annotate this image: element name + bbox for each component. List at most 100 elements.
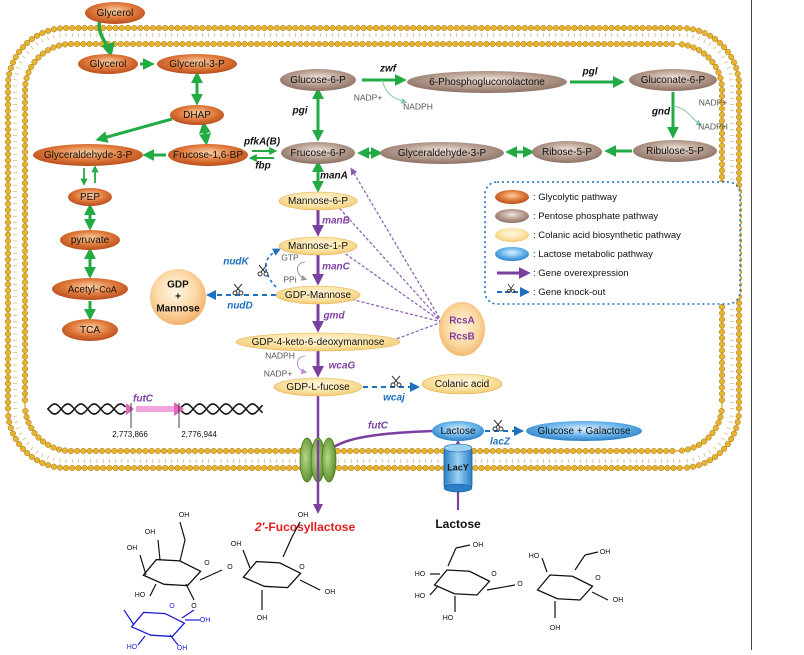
enzyme-pfkab: pfkA(B) — [243, 137, 281, 148]
enzyme-fbp: fbp — [255, 161, 271, 172]
enzyme-lacz: lacZ — [490, 437, 511, 448]
lacy-transporter: LacY — [444, 444, 472, 492]
node-6-phosphogluconolactone: 6-Phosphogluconolactone — [407, 71, 567, 93]
lac-oh-4: OH — [613, 597, 624, 604]
node-ribulose-5-p-label: Ribulose-5-P — [646, 146, 704, 157]
node-gluconate-6-p-label: Gluconate-6-P — [641, 75, 706, 86]
legend-swatch-glycolytic — [495, 190, 529, 204]
2fl-ring-o-2: O — [299, 564, 305, 571]
2fl-fucose-oh-1: OH — [177, 645, 188, 650]
node-ribulose-5-p: Ribulose-5-P — [633, 140, 717, 162]
legend-label-lactose: : Lactose metabolic pathway — [533, 249, 653, 260]
cofactor-nadp-zwf: NADP+ — [354, 92, 383, 102]
2fl-oh-3: OH — [179, 512, 190, 519]
lactose-galactose-ring — [435, 570, 490, 595]
node-lactose-inside-label: Lactose — [440, 426, 475, 437]
2fl-glycosidic-o: O — [227, 564, 233, 571]
legend-swatch-lactose — [495, 247, 529, 261]
node-glycerol-3-p-label: Glycerol-3-P — [169, 59, 225, 70]
node-glycerol-3-p: Glycerol-3-P — [157, 54, 237, 74]
enzyme-gnd: gnd — [651, 107, 671, 118]
enzyme-wcag: wcaG — [329, 361, 356, 372]
node-gdp-mannose-products: GDP+Mannose — [150, 269, 206, 325]
node-pyruvate: pyruvate — [60, 230, 120, 250]
node-glucose-galactose-label: Glucose + Galactose — [537, 426, 631, 437]
2fl-fucose-oh-2: OH — [200, 617, 211, 624]
2fl-oh-2: OH — [145, 529, 156, 536]
lac-ring-o-1: O — [491, 571, 497, 578]
enzyme-wcaj: wcaj — [383, 393, 405, 404]
enzyme-futc-path: futC — [368, 421, 389, 432]
node-frucose-6-p-label: Frucose-6-P — [290, 148, 345, 159]
node-gluconate-6-p: Gluconate-6-P — [629, 69, 717, 91]
lac-oh-3: OH — [550, 625, 561, 632]
lac-ring-o-2: O — [595, 575, 601, 582]
node-pep: PEP — [68, 188, 112, 206]
2fl-oh-7: OH — [325, 589, 336, 596]
node-gdp-4-keto-6-deoxymannose: GDP-4-keto-6-deoxymannose — [236, 333, 400, 351]
right-border-line — [751, 0, 752, 650]
node-glyceraldehyde-3-p-left-label: Glyceraldehyde-3-P — [44, 150, 133, 161]
legend: : Glycolytic pathway: Pentose phosphate … — [485, 182, 740, 304]
rcs-regulator-shape — [439, 302, 485, 356]
node-frucose-1-6-bp-label: Frucose-1,6-BP — [173, 150, 243, 161]
2fl-galactose-ring — [143, 560, 200, 586]
2fl-oh-4: OH — [298, 512, 309, 519]
node-ribose-5-p-label: Ribose-5-P — [542, 147, 592, 158]
node-glycerol-inside: Glycerol — [78, 54, 138, 74]
lac-glycosidic-o: O — [517, 581, 523, 588]
node-dhap: DHAP — [170, 105, 224, 125]
lacy-label: LacY — [447, 462, 469, 472]
legend-item-glycolytic: : Glycolytic pathway — [495, 190, 617, 204]
node-mannose-6-p: Mannose-6-P — [279, 192, 357, 210]
node-glucose-galactose: Glucose + Galactose — [526, 421, 642, 441]
node-mannose-6-p-label: Mannose-6-P — [288, 196, 348, 207]
cofactor-nadp-wcag: NADP+ — [264, 368, 293, 378]
enzyme-pgl: pgl — [582, 67, 598, 78]
node-glyceraldehyde-3-p-mid-label: Glyceraldehyde-3-P — [398, 148, 487, 159]
legend-item-colanic: : Colanic acid biosynthetic pathway — [495, 228, 681, 242]
cofactor-nadp-gnd: NADP+ — [699, 97, 728, 107]
2fl-oh-1: OH — [127, 545, 138, 552]
product-2-fucosyllactose: 2′-Fucosyllactose — [254, 520, 356, 534]
enzyme-manb: manB — [322, 216, 350, 227]
lactose-glucose-ring — [538, 575, 593, 600]
node-glycerol-outside-label: Glycerol — [97, 8, 134, 19]
node-pep-label: PEP — [80, 192, 100, 203]
node-gdp-mannose-label: GDP-Mannose — [285, 290, 352, 301]
gdp-ball-line3: Mannose — [156, 304, 200, 315]
node-gdp-l-fucose: GDP-L-fucose — [274, 378, 362, 396]
lac-ho-1: HO — [415, 593, 426, 600]
node-glucose-6-p: Glucose-6-P — [280, 69, 356, 91]
node-acetyl-coa-sublabel: CoA — [99, 284, 117, 294]
2fl-ho-1: HO — [135, 592, 146, 599]
external-lactose-label: Lactose — [435, 517, 481, 531]
genome-position-end: 2,776,944 — [181, 430, 217, 439]
node-mannose-1-p-label: Mannose-1-P — [288, 241, 348, 252]
node-colanic-acid: Colanic acid — [422, 374, 502, 394]
gdp-ball-line2: + — [175, 292, 181, 303]
lac-ho-3: HO — [415, 571, 426, 578]
enzyme-futc-gene: futC — [133, 394, 154, 405]
node-tca: TCA — [62, 319, 118, 341]
node-6-phosphogluconolactone-label: 6-Phosphogluconolactone — [429, 77, 545, 88]
node-frucose-6-p: Frucose-6-P — [281, 142, 355, 164]
cofactor-nadph-wcag: NADPH — [265, 350, 295, 360]
enzyme-gmd: gmd — [322, 311, 345, 322]
gdp-ball-line1: GDP — [167, 280, 189, 291]
legend-label-glycolytic: : Glycolytic pathway — [533, 192, 617, 203]
enzyme-nudd: nudD — [227, 301, 253, 312]
node-colanic-acid-label: Colanic acid — [435, 379, 489, 390]
node-glycerol-inside-label: Glycerol — [90, 59, 127, 70]
product-2fl-name: -Fucosyllactose — [264, 520, 355, 534]
legend-swatch-colanic — [495, 228, 529, 242]
rcsa-label: RcsA — [449, 316, 475, 327]
node-glyceraldehyde-3-p-mid: Glyceraldehyde-3-P — [380, 142, 504, 164]
cofactor-nadph-gnd: NADPH — [698, 121, 728, 131]
2fl-fucose-ho: HO — [127, 644, 138, 650]
node-lactose-inside: Lactose — [432, 421, 484, 441]
node-glyceraldehyde-3-p-left: Glyceraldehyde-3-P — [33, 144, 143, 166]
2fl-ring-o-1: O — [204, 560, 210, 567]
